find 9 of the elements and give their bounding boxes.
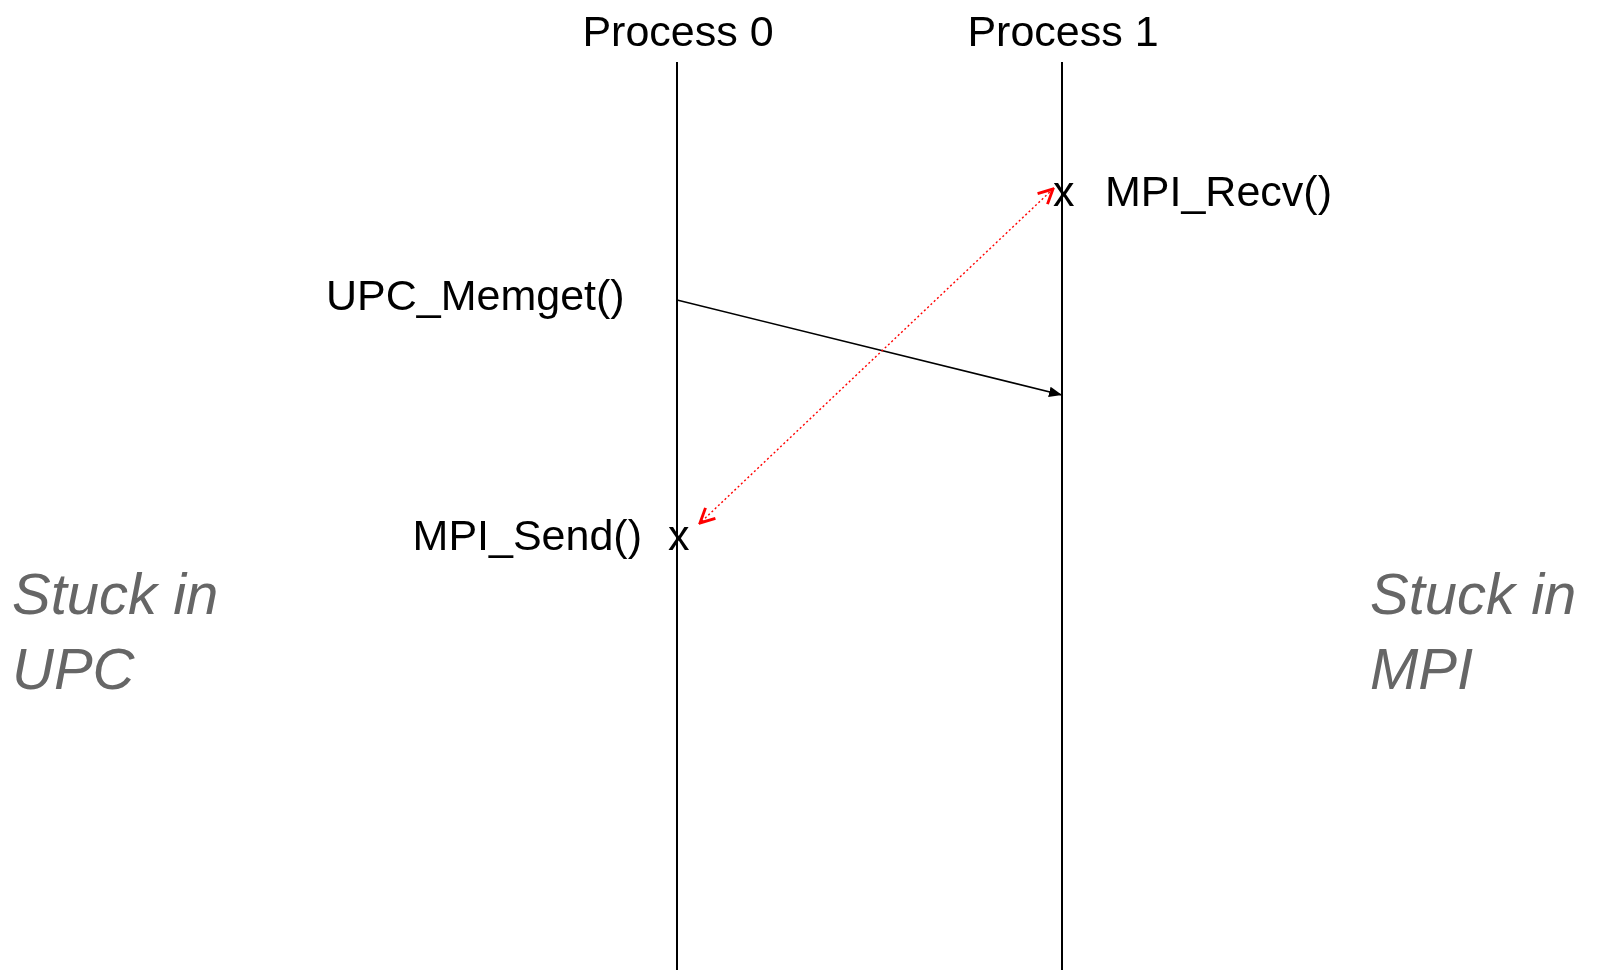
process-header: Process 0 <box>582 10 774 53</box>
call-label: UPC_Memget() <box>326 274 625 317</box>
status-note: Stuck in UPC <box>12 560 220 704</box>
message-arrow <box>698 187 1055 525</box>
message-arrow <box>676 299 1063 397</box>
call-label: MPI_Send() <box>412 514 642 557</box>
process-header: Process 1 <box>967 10 1159 53</box>
call-label: MPI_Recv() <box>1105 170 1332 213</box>
status-note: Stuck in MPI <box>1370 560 1578 704</box>
